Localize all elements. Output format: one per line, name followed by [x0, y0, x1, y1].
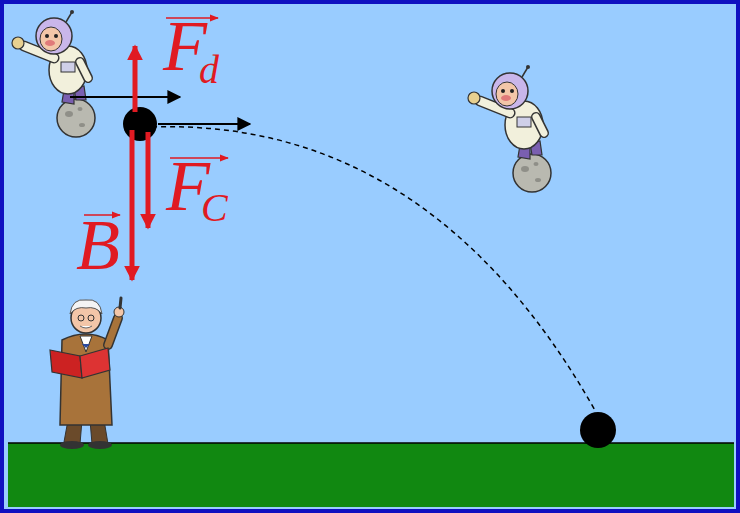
astronaut-figure — [468, 65, 551, 192]
force-arrow — [130, 130, 135, 280]
astronaut-figure — [12, 10, 95, 137]
ball — [123, 107, 157, 141]
force-subscript: d — [199, 50, 219, 90]
force-subscript: C — [201, 188, 228, 228]
ball — [580, 412, 616, 448]
ground — [8, 443, 734, 507]
velocity-arrow — [158, 123, 250, 125]
force-arrow — [146, 132, 151, 228]
force-symbol: B — [76, 209, 120, 281]
ground-line — [8, 442, 734, 444]
trajectory — [152, 127, 596, 412]
professor — [50, 298, 124, 449]
velocity-arrow — [70, 96, 180, 98]
force-arrow — [133, 46, 138, 112]
